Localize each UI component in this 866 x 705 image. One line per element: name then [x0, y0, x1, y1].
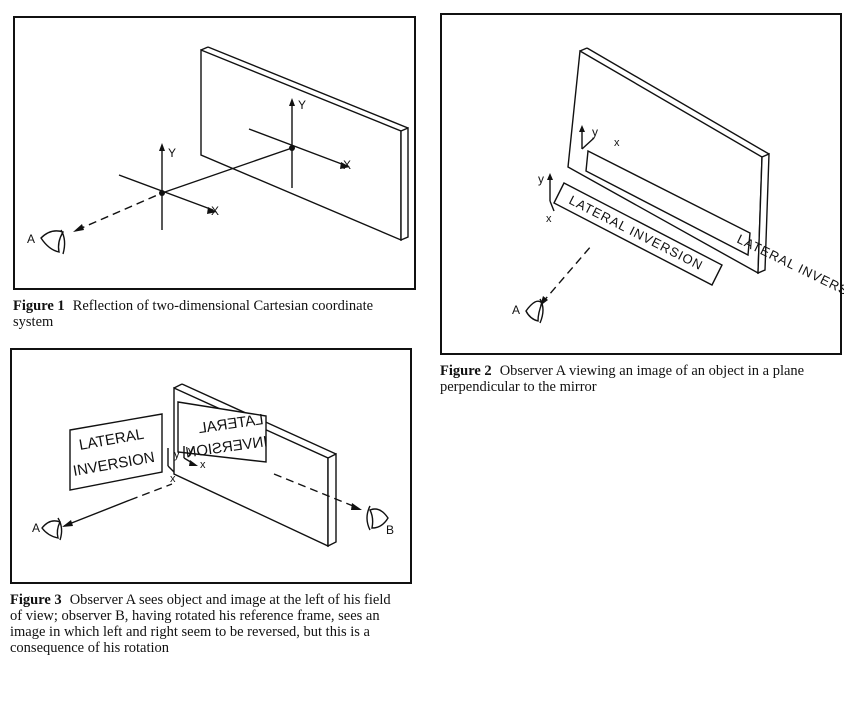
- object-axis-x-label: x: [546, 213, 552, 225]
- mirror-edge: [757, 152, 770, 275]
- figure-2-caption-label: Figure 2: [440, 363, 492, 379]
- observer-label: A: [512, 303, 520, 317]
- object-axis-y-label: y: [538, 172, 544, 186]
- object-axes: Y X: [118, 143, 219, 230]
- figure-1-caption-label: Figure 1: [13, 298, 65, 314]
- image-axis-x-label: x: [614, 137, 620, 149]
- image-axis-y-label: y: [188, 445, 194, 457]
- image-axis-y-label: Y: [298, 98, 306, 112]
- sight-line-a: [63, 499, 131, 527]
- image-axis-x-label: x: [200, 459, 206, 471]
- figure-1-caption-text: Reflection of two-dimensional Cartesian …: [13, 298, 374, 330]
- observer-a-label: A: [32, 521, 40, 535]
- object-axis-x-label: X: [211, 204, 219, 218]
- figure-2-diagram: LATERAL INVERSION y x LATERAL INVERSION …: [512, 47, 844, 324]
- mirror-edge: [400, 126, 409, 242]
- image-axis-y-label: y: [592, 125, 598, 139]
- observer-a-eye-icon: [41, 517, 63, 541]
- figure-2-panel: LATERAL INVERSION y x LATERAL INVERSION …: [440, 13, 844, 355]
- image-card: [177, 401, 267, 463]
- image-strip: [585, 149, 751, 257]
- observer-b-label: B: [386, 523, 394, 537]
- object-axis-y-label: y: [174, 449, 180, 461]
- sight-line-a-dashed: [129, 483, 173, 501]
- observer-eye-icon: [40, 229, 66, 255]
- sight-line-b-dashed: [273, 473, 359, 509]
- object-card: [69, 413, 163, 491]
- figure-3-panel: LATERAL INVERSION y x LATERAL INVERSION …: [10, 348, 412, 584]
- sight-line-dashed: [76, 192, 163, 231]
- image-axis-x-label: X: [343, 158, 351, 172]
- observer-label: A: [27, 232, 35, 246]
- object-strip: [553, 182, 723, 286]
- object-axis-y-label: Y: [168, 146, 176, 160]
- figure-1-diagram: Y X Y X A: [27, 46, 409, 255]
- observer-eye-icon: [525, 298, 544, 324]
- sight-line: [161, 147, 293, 194]
- observer-b-eye-icon: [366, 505, 389, 531]
- sight-line-dashed: [541, 244, 593, 304]
- image-text: LATERAL INVERSION: [735, 231, 844, 310]
- object-axis-x-label: x: [170, 473, 176, 485]
- figure-3-caption-text: Observer A sees object and image at the …: [10, 592, 391, 656]
- mirror-edge: [327, 452, 337, 548]
- figure-2-caption-text: Observer A viewing an image of an object…: [440, 363, 805, 395]
- figure-3-diagram: LATERAL INVERSION y x LATERAL INVERSION …: [32, 383, 394, 548]
- mirror-plane: [200, 48, 402, 242]
- figure-3-caption-label: Figure 3: [10, 592, 62, 608]
- figure-1-panel: Y X Y X A: [13, 16, 416, 290]
